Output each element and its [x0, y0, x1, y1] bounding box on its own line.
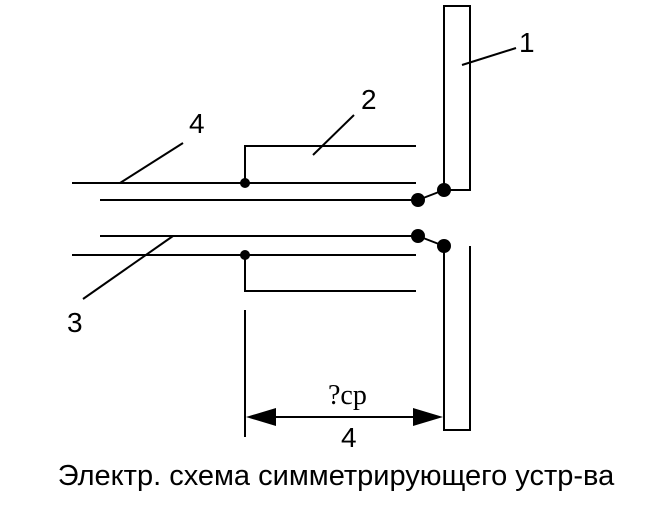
terminal-dot-plate-upper: [437, 183, 451, 197]
terminal-dot-inner-lower: [411, 229, 425, 243]
label-part-2: 2: [361, 84, 377, 115]
terminal-dot-inner-upper: [411, 193, 425, 207]
dimension-arrow-left: [246, 408, 276, 426]
junction-dot-upper-bracket: [240, 178, 250, 188]
dimension-label-top: ?ср: [328, 380, 367, 411]
plate-upper: [443, 5, 471, 191]
leader-3: [82, 235, 174, 300]
junction-dot-lower-bracket: [240, 250, 250, 260]
label-part-1: 1: [519, 27, 535, 58]
dimension-label-bottom: 4: [341, 422, 357, 453]
conductor-lower-bracket: [244, 255, 416, 292]
leader-1: [461, 47, 517, 66]
label-part-3: 3: [67, 307, 83, 338]
terminal-dot-plate-lower: [437, 239, 451, 253]
conductor-2-upper-bracket: [244, 145, 416, 183]
leader-2: [312, 114, 355, 156]
leader-4-top: [119, 142, 184, 184]
figure-caption: Электр. схема симметрирующего устр-ва: [57, 460, 615, 492]
label-part-4-top: 4: [189, 108, 205, 139]
dimension-arrow-right: [413, 408, 443, 426]
plate-lower: [443, 246, 471, 431]
